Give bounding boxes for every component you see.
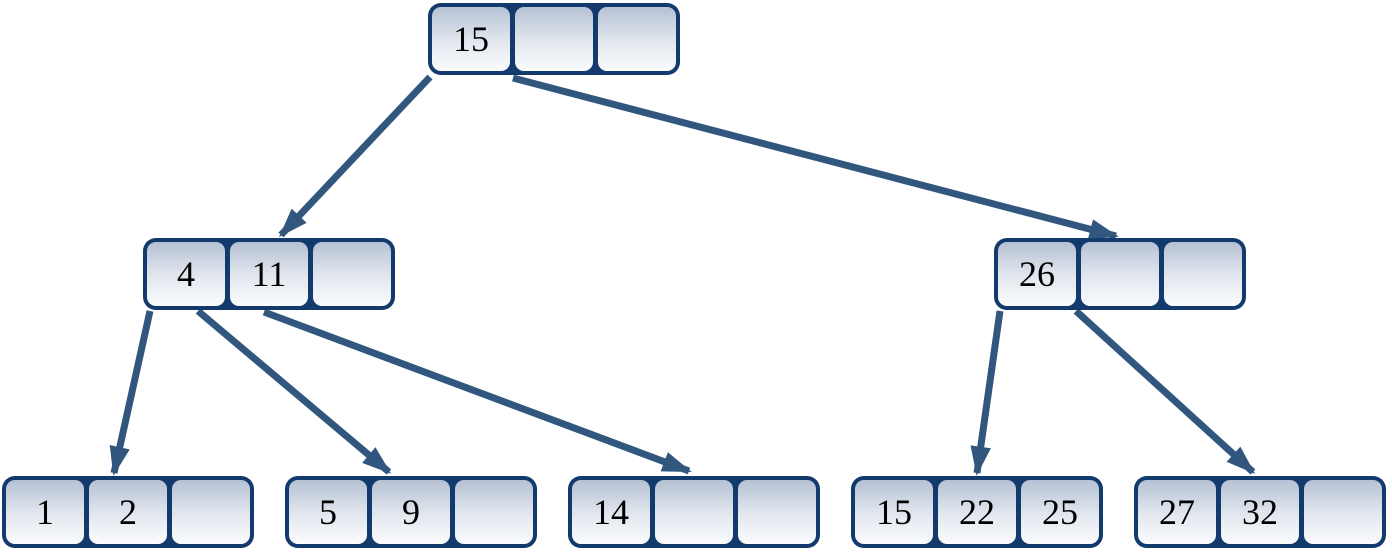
empty-key-cell (655, 480, 733, 544)
child-pointer-arrow-node-26-to-leaf-27-32 (1073, 308, 1256, 475)
child-pointer-arrow-node-4-11-to-leaf-1-2 (109, 310, 154, 476)
child-pointer-arrow-node-26-to-leaf-15-22-25 (970, 310, 1004, 476)
child-pointer-arrow-node-4-11-to-leaf-5-9 (195, 308, 392, 475)
empty-key-cell (515, 7, 593, 71)
empty-key-cell (1081, 242, 1159, 306)
empty-key-cell (455, 480, 533, 544)
edges-group (109, 74, 1256, 476)
key-cell: 27 (1138, 480, 1216, 544)
key-cell: 2 (89, 480, 167, 544)
key-cell: 1 (6, 480, 84, 544)
empty-key-cell (313, 242, 391, 306)
empty-key-cell (1304, 480, 1382, 544)
empty-key-cell (738, 480, 816, 544)
child-pointer-arrow-root-to-node-26 (512, 74, 1119, 240)
empty-key-cell (1164, 242, 1242, 306)
key-cell: 25 (1021, 480, 1099, 544)
btree-node-leaf-14: 14 (568, 476, 820, 548)
empty-key-cell (172, 480, 250, 544)
child-pointer-arrow-root-to-node-4-11 (278, 74, 433, 238)
btree-node-node-26: 26 (994, 238, 1246, 310)
empty-key-cell (598, 7, 676, 71)
key-cell: 11 (230, 242, 308, 306)
key-cell: 5 (289, 480, 367, 544)
child-pointer-arrow-node-4-11-to-leaf-14 (262, 308, 692, 475)
key-cell: 15 (855, 480, 933, 544)
key-cell: 26 (998, 242, 1076, 306)
key-cell: 15 (432, 7, 510, 71)
key-cell: 32 (1221, 480, 1299, 544)
key-cell: 4 (147, 242, 225, 306)
key-cell: 14 (572, 480, 650, 544)
key-cell: 22 (938, 480, 1016, 544)
btree-node-root: 15 (428, 3, 680, 75)
key-cell: 9 (372, 480, 450, 544)
